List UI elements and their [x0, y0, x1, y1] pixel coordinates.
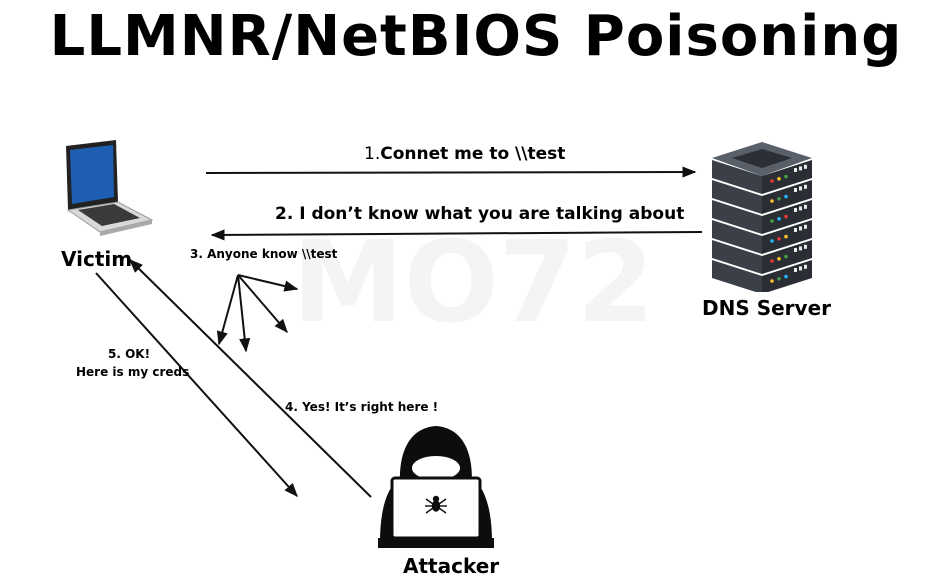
server-vent	[804, 264, 807, 269]
server-led	[777, 277, 781, 281]
server-led	[770, 179, 774, 183]
server-led	[777, 237, 781, 241]
server-vent	[799, 246, 802, 251]
spider-icon	[425, 495, 447, 514]
server-led	[770, 259, 774, 263]
step5-label-line2: Here is my creds	[76, 365, 190, 379]
attacker-label: Attacker	[403, 554, 500, 578]
arrow-step4	[129, 259, 372, 498]
server-led	[784, 194, 788, 199]
server-led	[784, 174, 788, 179]
server-vent	[794, 248, 797, 252]
server-led	[770, 199, 774, 203]
server-led	[770, 239, 774, 243]
server-led	[784, 234, 788, 239]
server-vent	[799, 226, 802, 231]
victim-label: Victim	[61, 247, 133, 271]
step1-number: 1.	[364, 144, 381, 164]
server-slot-left	[712, 240, 762, 274]
arrow-step2	[210, 229, 703, 241]
server-vent	[804, 164, 807, 169]
server-vent	[799, 166, 802, 171]
laptop-screen	[70, 145, 114, 204]
step5-label-line1: 5. OK!	[108, 347, 151, 361]
page-title: LLMNR/NetBIOS Poisoning	[49, 4, 903, 69]
server-vent	[794, 208, 797, 212]
server-vent	[794, 268, 797, 272]
server-led	[770, 219, 774, 223]
server-led	[777, 197, 781, 201]
server-icon	[712, 142, 812, 292]
server-vent	[804, 204, 807, 209]
server-led	[784, 214, 788, 219]
step1-label: 1.Connet me to \\test	[364, 144, 565, 164]
server-led	[777, 257, 781, 261]
server-slot-left	[712, 200, 762, 234]
server-slot-left	[712, 220, 762, 254]
arrow-step1	[205, 166, 697, 178]
server-vent	[804, 184, 807, 189]
server-vent	[804, 224, 807, 229]
server-led	[784, 274, 788, 279]
server-vent	[794, 168, 797, 172]
hooded-hacker-icon	[378, 426, 494, 548]
step2-label: 2. I don’t know what you are talking abo…	[275, 204, 685, 224]
server-vent	[794, 228, 797, 232]
watermark: MO72	[292, 218, 655, 348]
server-led	[770, 279, 774, 283]
step3-label: 3. Anyone know \\test	[190, 247, 338, 261]
laptop-icon	[66, 140, 154, 236]
step4-label: 4. Yes! It’s right here !	[285, 400, 439, 414]
server-slot-left	[712, 180, 762, 214]
server-slot-left	[712, 260, 762, 292]
server-vent	[804, 244, 807, 249]
server-led	[777, 177, 781, 181]
server-led	[784, 254, 788, 259]
dns-server-label: DNS Server	[702, 296, 832, 320]
server-vent	[799, 186, 802, 191]
server-vent	[799, 266, 802, 271]
server-vent	[794, 188, 797, 192]
server-slot-left	[712, 160, 762, 194]
arrow-step5	[95, 272, 298, 498]
server-vent	[799, 206, 802, 211]
server-led	[777, 217, 781, 221]
step1-text: Connet me to \\test	[380, 144, 566, 164]
arrow-step3-broadcast	[216, 274, 299, 353]
